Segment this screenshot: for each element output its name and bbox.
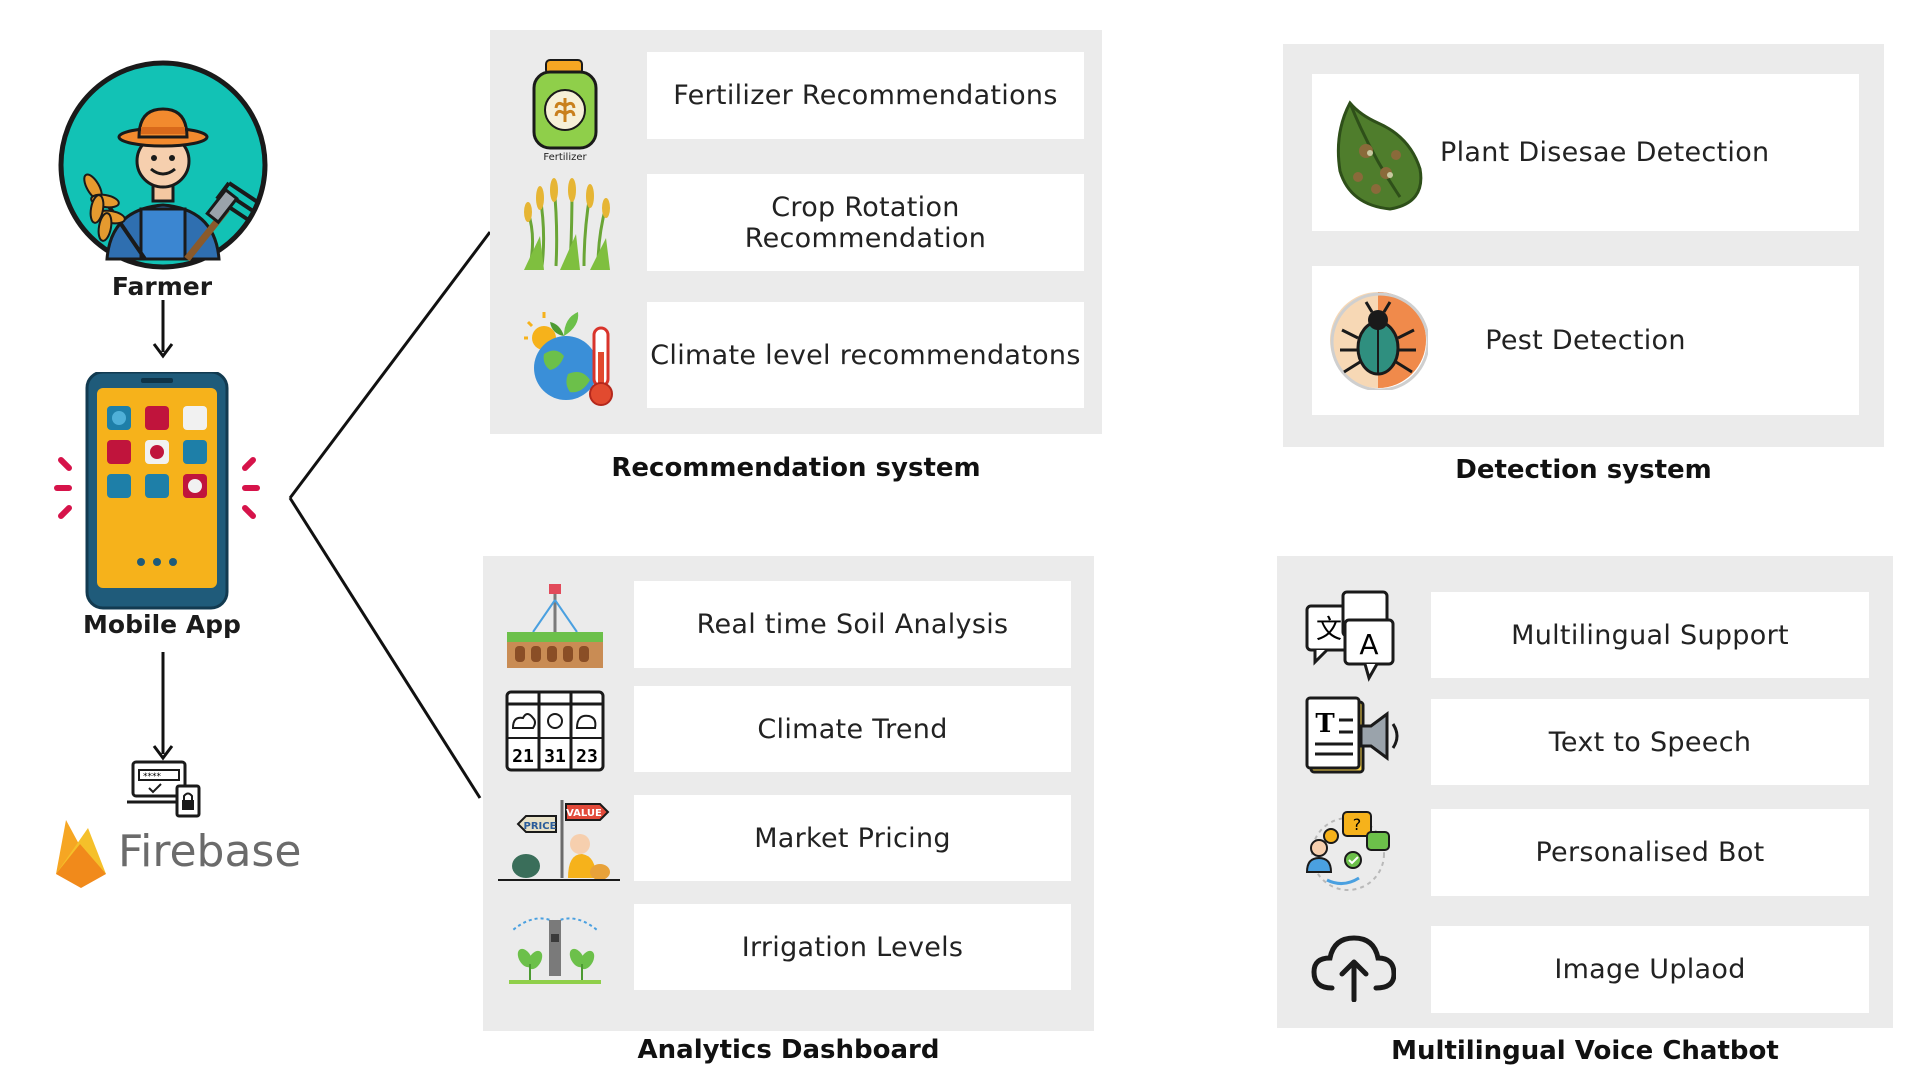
connector-lines bbox=[280, 228, 500, 808]
svg-text:文: 文 bbox=[1316, 615, 1342, 645]
farmer-label: Farmer bbox=[111, 272, 213, 301]
firebase-label: Firebase bbox=[118, 826, 302, 877]
card-text-to-speech: Text to Speech bbox=[1431, 699, 1869, 785]
chatbot-caption: Multilingual Voice Chatbot bbox=[1391, 1036, 1779, 1066]
card-image-upload: Image Uplaod bbox=[1431, 926, 1869, 1013]
sprinkler-icon bbox=[505, 908, 605, 988]
card-irrigation-levels: Irrigation Levels bbox=[634, 904, 1071, 990]
fertilizer-bag-icon: Fertilizer bbox=[528, 56, 608, 162]
card-pest-detection: Pest Detection bbox=[1312, 266, 1859, 415]
translate-icon: 文 A bbox=[1305, 590, 1395, 682]
temp-3: 23 bbox=[576, 746, 598, 767]
globe-thermometer-icon bbox=[524, 302, 620, 408]
recommendation-caption: Recommendation system bbox=[611, 453, 981, 483]
card-soil-analysis: Real time Soil Analysis bbox=[634, 581, 1071, 668]
mobile-app-label: Mobile App bbox=[83, 610, 241, 639]
diseased-leaf-icon bbox=[1312, 93, 1440, 213]
svg-text:A: A bbox=[1359, 628, 1378, 661]
svg-text:T: T bbox=[1315, 709, 1335, 739]
pest-detection-label: Pest Detection bbox=[1485, 325, 1686, 356]
secure-login-icon: **** bbox=[127, 758, 203, 818]
svg-text:****: **** bbox=[143, 772, 162, 782]
wheat-crop-icon bbox=[520, 176, 616, 272]
price-sign: PRICE bbox=[524, 821, 557, 832]
market-price-icon: PRICE VALUE bbox=[496, 794, 622, 884]
card-climate-recommendations: Climate level recommendatons bbox=[647, 302, 1084, 408]
text-speech-icon: T bbox=[1305, 696, 1405, 776]
beetle-icon bbox=[1328, 290, 1428, 390]
temp-1: 21 bbox=[512, 746, 534, 767]
card-fertilizer-recommendations: Fertilizer Recommendations bbox=[647, 52, 1084, 139]
plant-disease-label: Plant Disesae Detection bbox=[1440, 137, 1770, 168]
chat-people-icon: ? bbox=[1303, 808, 1393, 892]
card-multilingual-support: Multilingual Support bbox=[1431, 592, 1869, 678]
fertilizer-icon-caption: Fertilizer bbox=[543, 152, 587, 162]
soil-sensor-icon bbox=[505, 580, 605, 670]
weather-calendar-icon: 21 31 23 bbox=[505, 690, 605, 772]
card-personalised-bot: Personalised Bot bbox=[1431, 809, 1869, 896]
firebase-logo-icon bbox=[52, 814, 110, 890]
farmer-avatar-icon bbox=[57, 59, 269, 271]
card-crop-rotation: Crop Rotation Recommendation bbox=[647, 174, 1084, 271]
card-plant-disease: Plant Disesae Detection bbox=[1312, 74, 1859, 231]
analytics-caption: Analytics Dashboard bbox=[637, 1035, 940, 1065]
card-market-pricing: Market Pricing bbox=[634, 795, 1071, 881]
card-climate-trend: Climate Trend bbox=[634, 686, 1071, 772]
svg-text:?: ? bbox=[1353, 815, 1362, 834]
temp-2: 31 bbox=[544, 746, 566, 767]
value-sign: VALUE bbox=[566, 808, 602, 819]
down-arrow-icon bbox=[151, 652, 175, 762]
down-arrow-icon bbox=[151, 300, 175, 360]
mobile-phone-icon bbox=[53, 372, 261, 612]
detection-caption: Detection system bbox=[1455, 455, 1712, 485]
cloud-upload-icon bbox=[1310, 930, 1396, 1002]
